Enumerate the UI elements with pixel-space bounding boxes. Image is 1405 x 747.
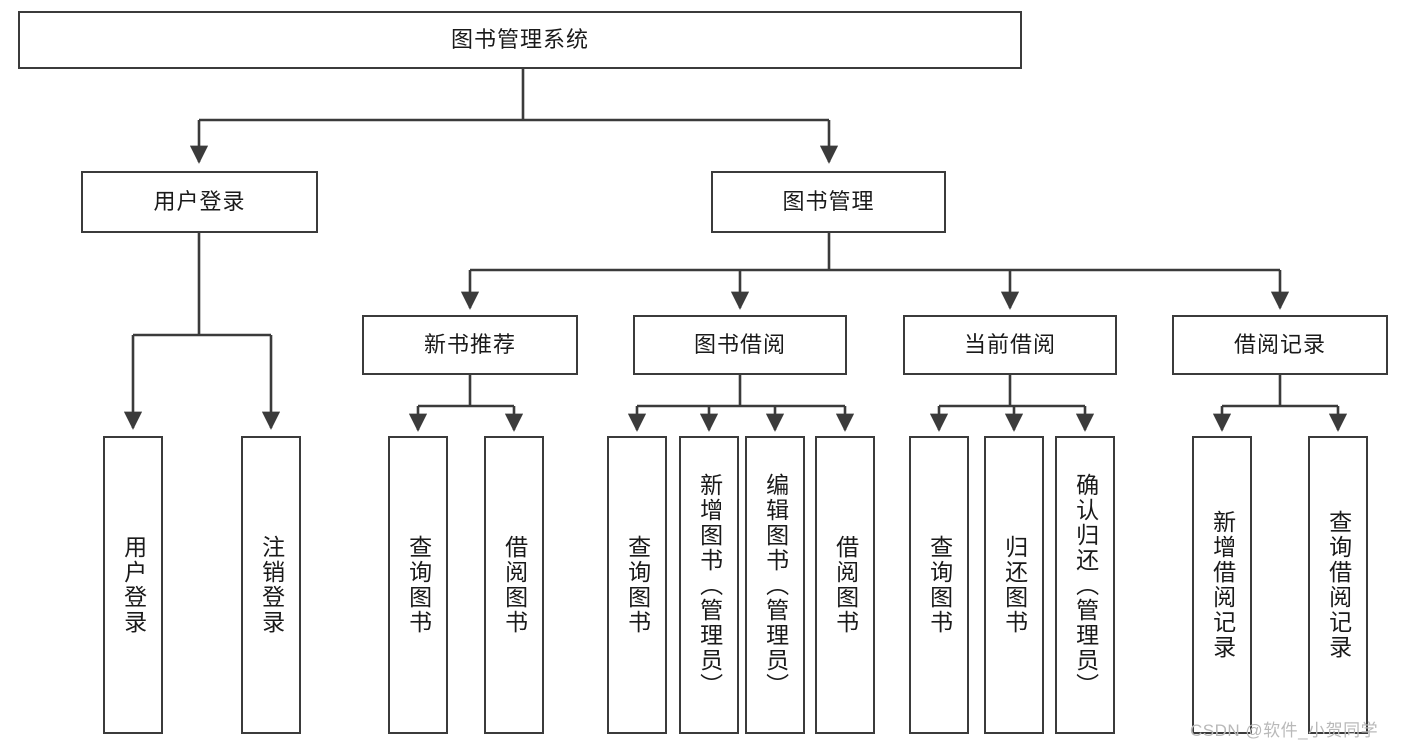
leaf-record-add-record[interactable]: 新增借阅记录 xyxy=(1192,436,1252,734)
leaf-user-login-signin-label: 用户登录 xyxy=(120,535,147,635)
node-current-borrow[interactable]: 当前借阅 xyxy=(903,315,1117,375)
node-borrow-record[interactable]: 借阅记录 xyxy=(1172,315,1388,375)
leaf-borrow-borrow-book[interactable]: 借阅图书 xyxy=(815,436,875,734)
node-new-book-recommend-label: 新书推荐 xyxy=(423,331,516,357)
leaf-borrow-add-book[interactable]: 新增图书（管理员） xyxy=(679,436,739,734)
node-root[interactable]: 图书管理系统 xyxy=(18,11,1022,69)
leaf-recommend-borrow-book[interactable]: 借阅图书 xyxy=(484,436,544,734)
leaf-user-login-signout-label: 注销登录 xyxy=(258,535,285,635)
node-user-login-label: 用户登录 xyxy=(153,188,246,214)
node-book-management[interactable]: 图书管理 xyxy=(711,171,946,233)
leaf-record-query-record[interactable]: 查询借阅记录 xyxy=(1308,436,1368,734)
node-book-borrow[interactable]: 图书借阅 xyxy=(633,315,847,375)
leaf-borrow-borrow-book-label: 借阅图书 xyxy=(832,535,859,635)
leaf-current-query-book-label: 查询图书 xyxy=(926,535,953,635)
node-root-label: 图书管理系统 xyxy=(450,26,589,52)
leaf-borrow-add-book-label: 新增图书（管理员） xyxy=(696,472,723,698)
node-user-login[interactable]: 用户登录 xyxy=(81,171,318,233)
leaf-user-login-signout[interactable]: 注销登录 xyxy=(241,436,301,734)
leaf-borrow-edit-book-label: 编辑图书（管理员） xyxy=(762,472,789,698)
leaf-record-add-record-label: 新增借阅记录 xyxy=(1209,510,1236,660)
leaf-current-confirm-return[interactable]: 确认归还（管理员） xyxy=(1055,436,1115,734)
node-book-management-label: 图书管理 xyxy=(782,188,875,214)
leaf-recommend-borrow-book-label: 借阅图书 xyxy=(501,535,528,635)
leaf-record-query-record-label: 查询借阅记录 xyxy=(1325,510,1352,660)
leaf-borrow-query-book-label: 查询图书 xyxy=(624,535,651,635)
leaf-recommend-query-book[interactable]: 查询图书 xyxy=(388,436,448,734)
leaf-current-return-book[interactable]: 归还图书 xyxy=(984,436,1044,734)
leaf-recommend-query-book-label: 查询图书 xyxy=(405,535,432,635)
leaf-user-login-signin[interactable]: 用户登录 xyxy=(103,436,163,734)
watermark-text: CSDN @软件_小贺同学 xyxy=(1190,721,1379,740)
leaf-borrow-query-book[interactable]: 查询图书 xyxy=(607,436,667,734)
node-current-borrow-label: 当前借阅 xyxy=(963,331,1056,357)
leaf-current-confirm-return-label: 确认归还（管理员） xyxy=(1072,472,1099,698)
node-book-borrow-label: 图书借阅 xyxy=(693,331,786,357)
leaf-borrow-edit-book[interactable]: 编辑图书（管理员） xyxy=(745,436,805,734)
leaf-current-return-book-label: 归还图书 xyxy=(1001,535,1028,635)
node-borrow-record-label: 借阅记录 xyxy=(1233,331,1326,357)
leaf-current-query-book[interactable]: 查询图书 xyxy=(909,436,969,734)
node-new-book-recommend[interactable]: 新书推荐 xyxy=(362,315,578,375)
